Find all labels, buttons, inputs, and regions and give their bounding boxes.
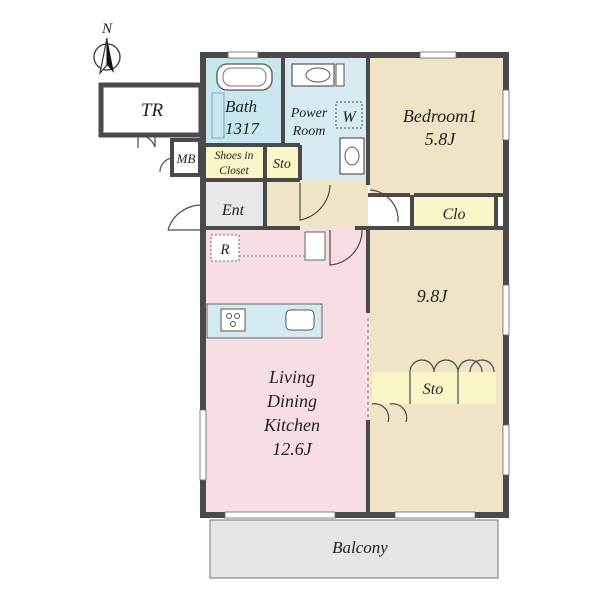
bedroom2-fill: [370, 230, 506, 513]
ldk-line1: Living: [268, 367, 315, 387]
closet-fill: [414, 195, 494, 228]
bedroom1-size: 5.8J: [425, 129, 457, 149]
storage-small-label: Sto: [273, 157, 291, 172]
ldk-line3: Kitchen: [263, 415, 320, 435]
ldk-door: [329, 229, 363, 266]
outer-wall: [200, 52, 509, 518]
bath-label: Bath: [225, 97, 257, 116]
washbasin-icon: [339, 137, 365, 175]
bath-drain-grid: [211, 92, 225, 139]
balcony-label: Balcony: [332, 538, 388, 557]
bedroom2-door: [371, 403, 408, 423]
storage-small-fill: [265, 145, 298, 180]
washer-space: [335, 101, 363, 129]
bathtub-icon: [216, 63, 273, 91]
north-label: N: [101, 21, 113, 37]
bedroom1-door: [369, 189, 399, 223]
fridge-space: [210, 234, 240, 262]
shoes-closet-line1: Shoes in: [215, 150, 254, 162]
storage-large-fill: [372, 372, 496, 404]
storage-large-doors: [409, 359, 495, 373]
windows: [199, 51, 510, 519]
hallway-fill: [265, 180, 368, 228]
entrance-fill: [205, 180, 265, 228]
meter-box-label: MB: [176, 151, 196, 166]
bedroom2-size: 9.8J: [417, 286, 449, 306]
storage-large-label: Sto: [423, 381, 443, 398]
kitchen-column: [304, 231, 326, 261]
front-door: [167, 204, 204, 231]
ldk-fill: [205, 228, 370, 513]
power-room-door: [299, 183, 331, 221]
bath-size: 1317: [225, 119, 261, 138]
ldk-size: 12.6J: [272, 439, 313, 459]
bedroom1-fill: [370, 57, 506, 195]
trunk-room-label: TR: [141, 100, 164, 121]
shoes-closet-fill: [205, 145, 265, 180]
meter-box-door: [159, 157, 173, 173]
interior-walls: [205, 57, 506, 513]
fridge-label: R: [219, 242, 229, 258]
trunk-room-door: [137, 134, 156, 148]
power-room-line1: Power: [290, 106, 328, 121]
entrance-label: Ent: [221, 202, 245, 219]
washer-label: W: [342, 109, 357, 126]
shoes-closet-line2: Closet: [219, 165, 249, 177]
ldk-line2: Dining: [266, 391, 317, 411]
power-room-line2: Room: [292, 124, 326, 139]
balcony-fill: [209, 519, 499, 579]
bedroom1-name: Bedroom1: [403, 106, 477, 126]
north-compass-icon: N: [93, 21, 121, 76]
closet-label: Clo: [442, 206, 465, 223]
sink-icon: [285, 309, 315, 331]
stove-icon: [220, 308, 246, 332]
trunk-room: [98, 82, 204, 138]
